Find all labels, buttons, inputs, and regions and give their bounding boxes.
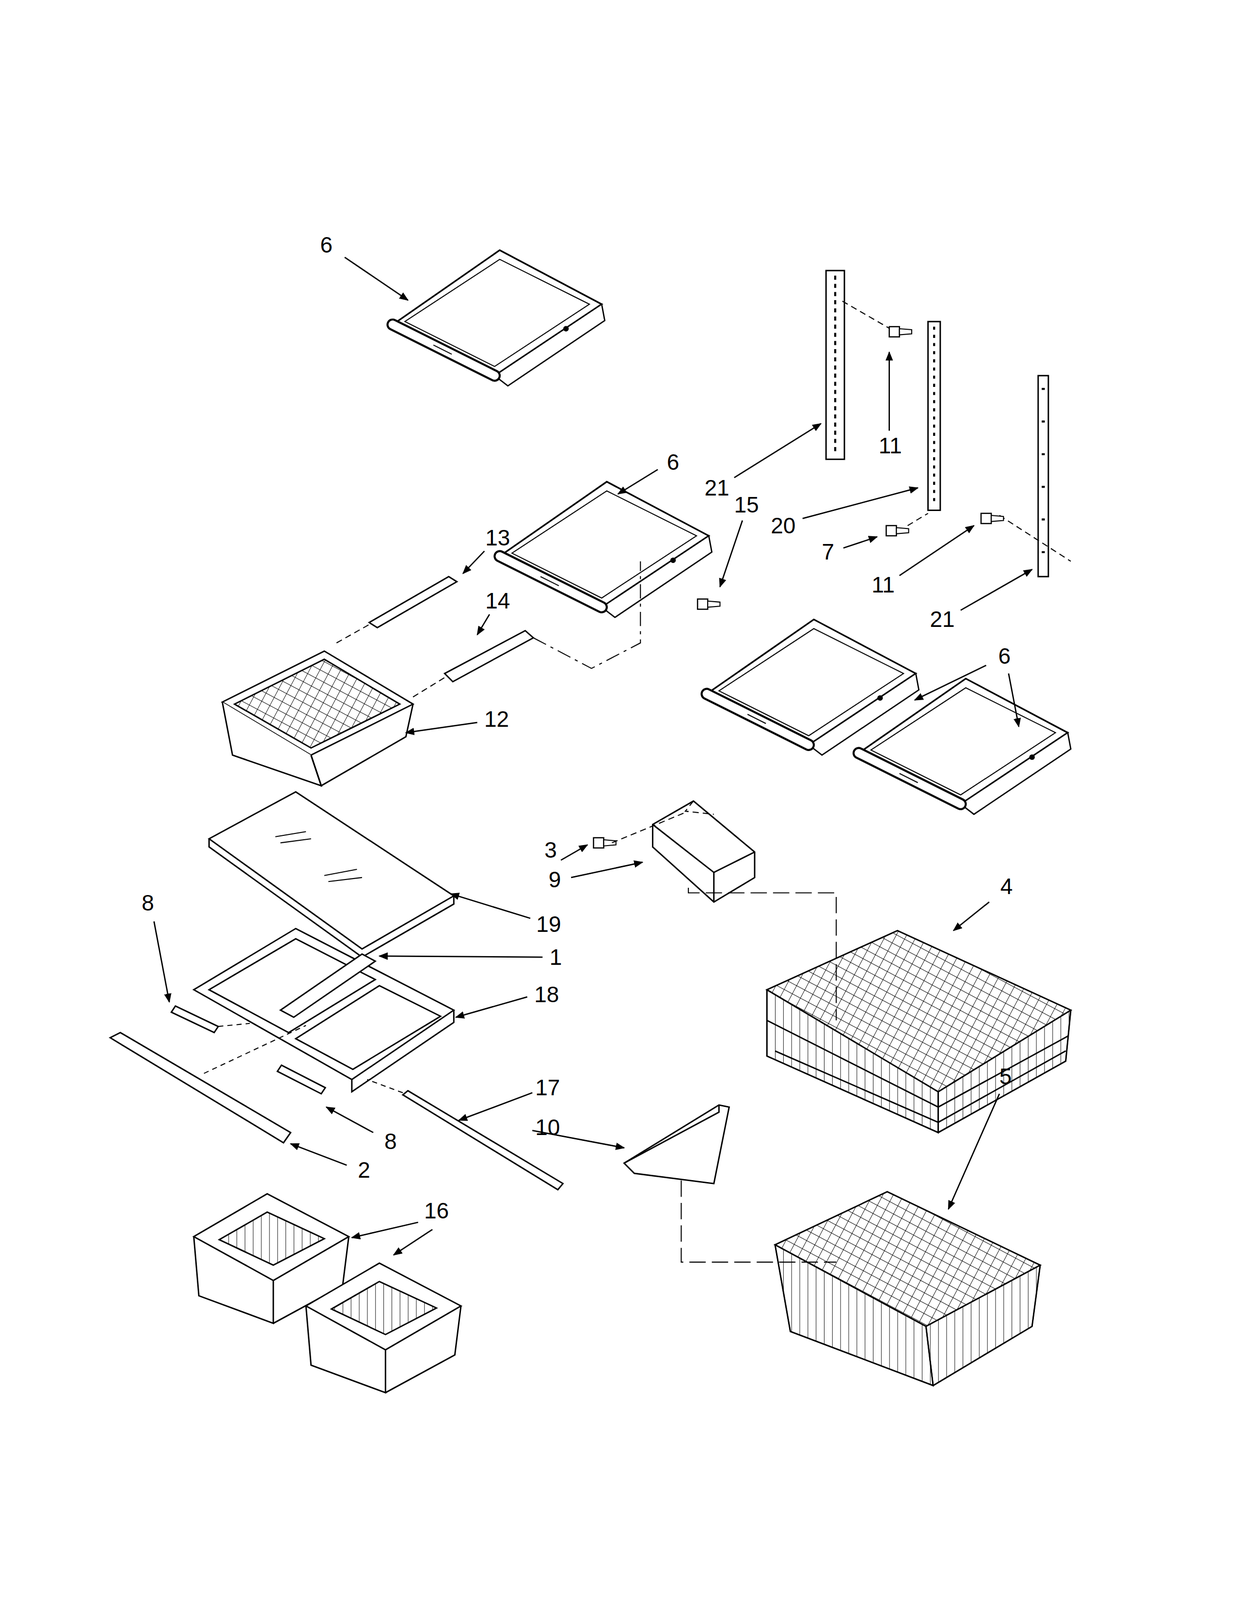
callout-number: 17 [535, 1076, 560, 1099]
callout-number: 6 [998, 644, 1012, 667]
callout-number: 18 [534, 982, 559, 1006]
callout-number: 4 [1000, 874, 1014, 898]
callout-number: 15 [734, 493, 760, 516]
callout-number: 2 [357, 1158, 371, 1181]
callout-number: 5 [999, 1064, 1013, 1088]
callout-number: 3 [544, 838, 557, 861]
callout-number: 12 [484, 707, 509, 730]
callout-number: 16 [424, 1199, 449, 1222]
callout-number: 19 [536, 912, 561, 935]
callout-number: 11 [871, 573, 895, 596]
callout-number: 9 [548, 868, 562, 891]
callout-number: 13 [485, 526, 510, 549]
callout-number: 1 [549, 945, 563, 968]
callout-number: 8 [141, 891, 155, 914]
callout-number: 20 [770, 514, 796, 537]
callout-number: 8 [384, 1129, 397, 1153]
callout-number: 21 [704, 476, 729, 499]
callout-number: 11 [878, 434, 903, 457]
callout-number: 6 [319, 233, 333, 256]
callout-number: 7 [822, 540, 835, 563]
callout-number: 6 [666, 450, 680, 474]
callout-number: 14 [485, 589, 510, 612]
callout-number: 10 [535, 1115, 560, 1139]
callout-number: 21 [929, 607, 955, 631]
